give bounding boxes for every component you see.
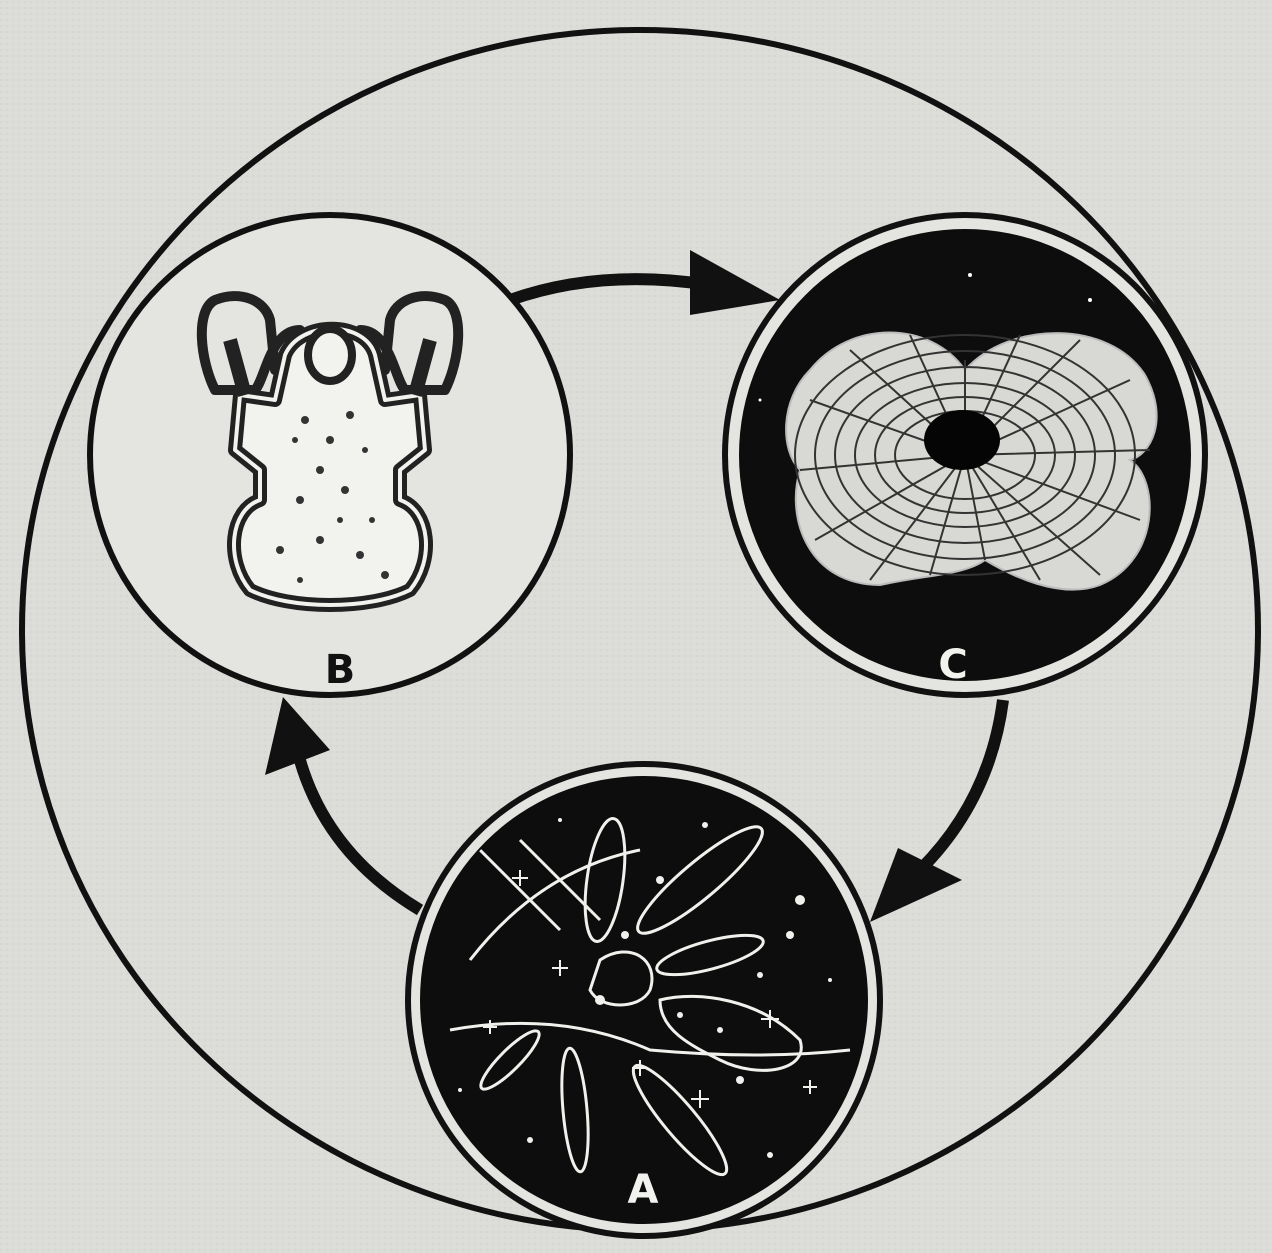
panel-b: B <box>90 215 570 695</box>
panel-a-label: A <box>628 1167 659 1213</box>
panel-c: C <box>725 215 1205 695</box>
panel-c-label: C <box>938 642 967 688</box>
panel-a: A <box>408 764 880 1236</box>
panel-b-label: B <box>325 647 356 693</box>
panel-a-circle <box>420 776 868 1224</box>
